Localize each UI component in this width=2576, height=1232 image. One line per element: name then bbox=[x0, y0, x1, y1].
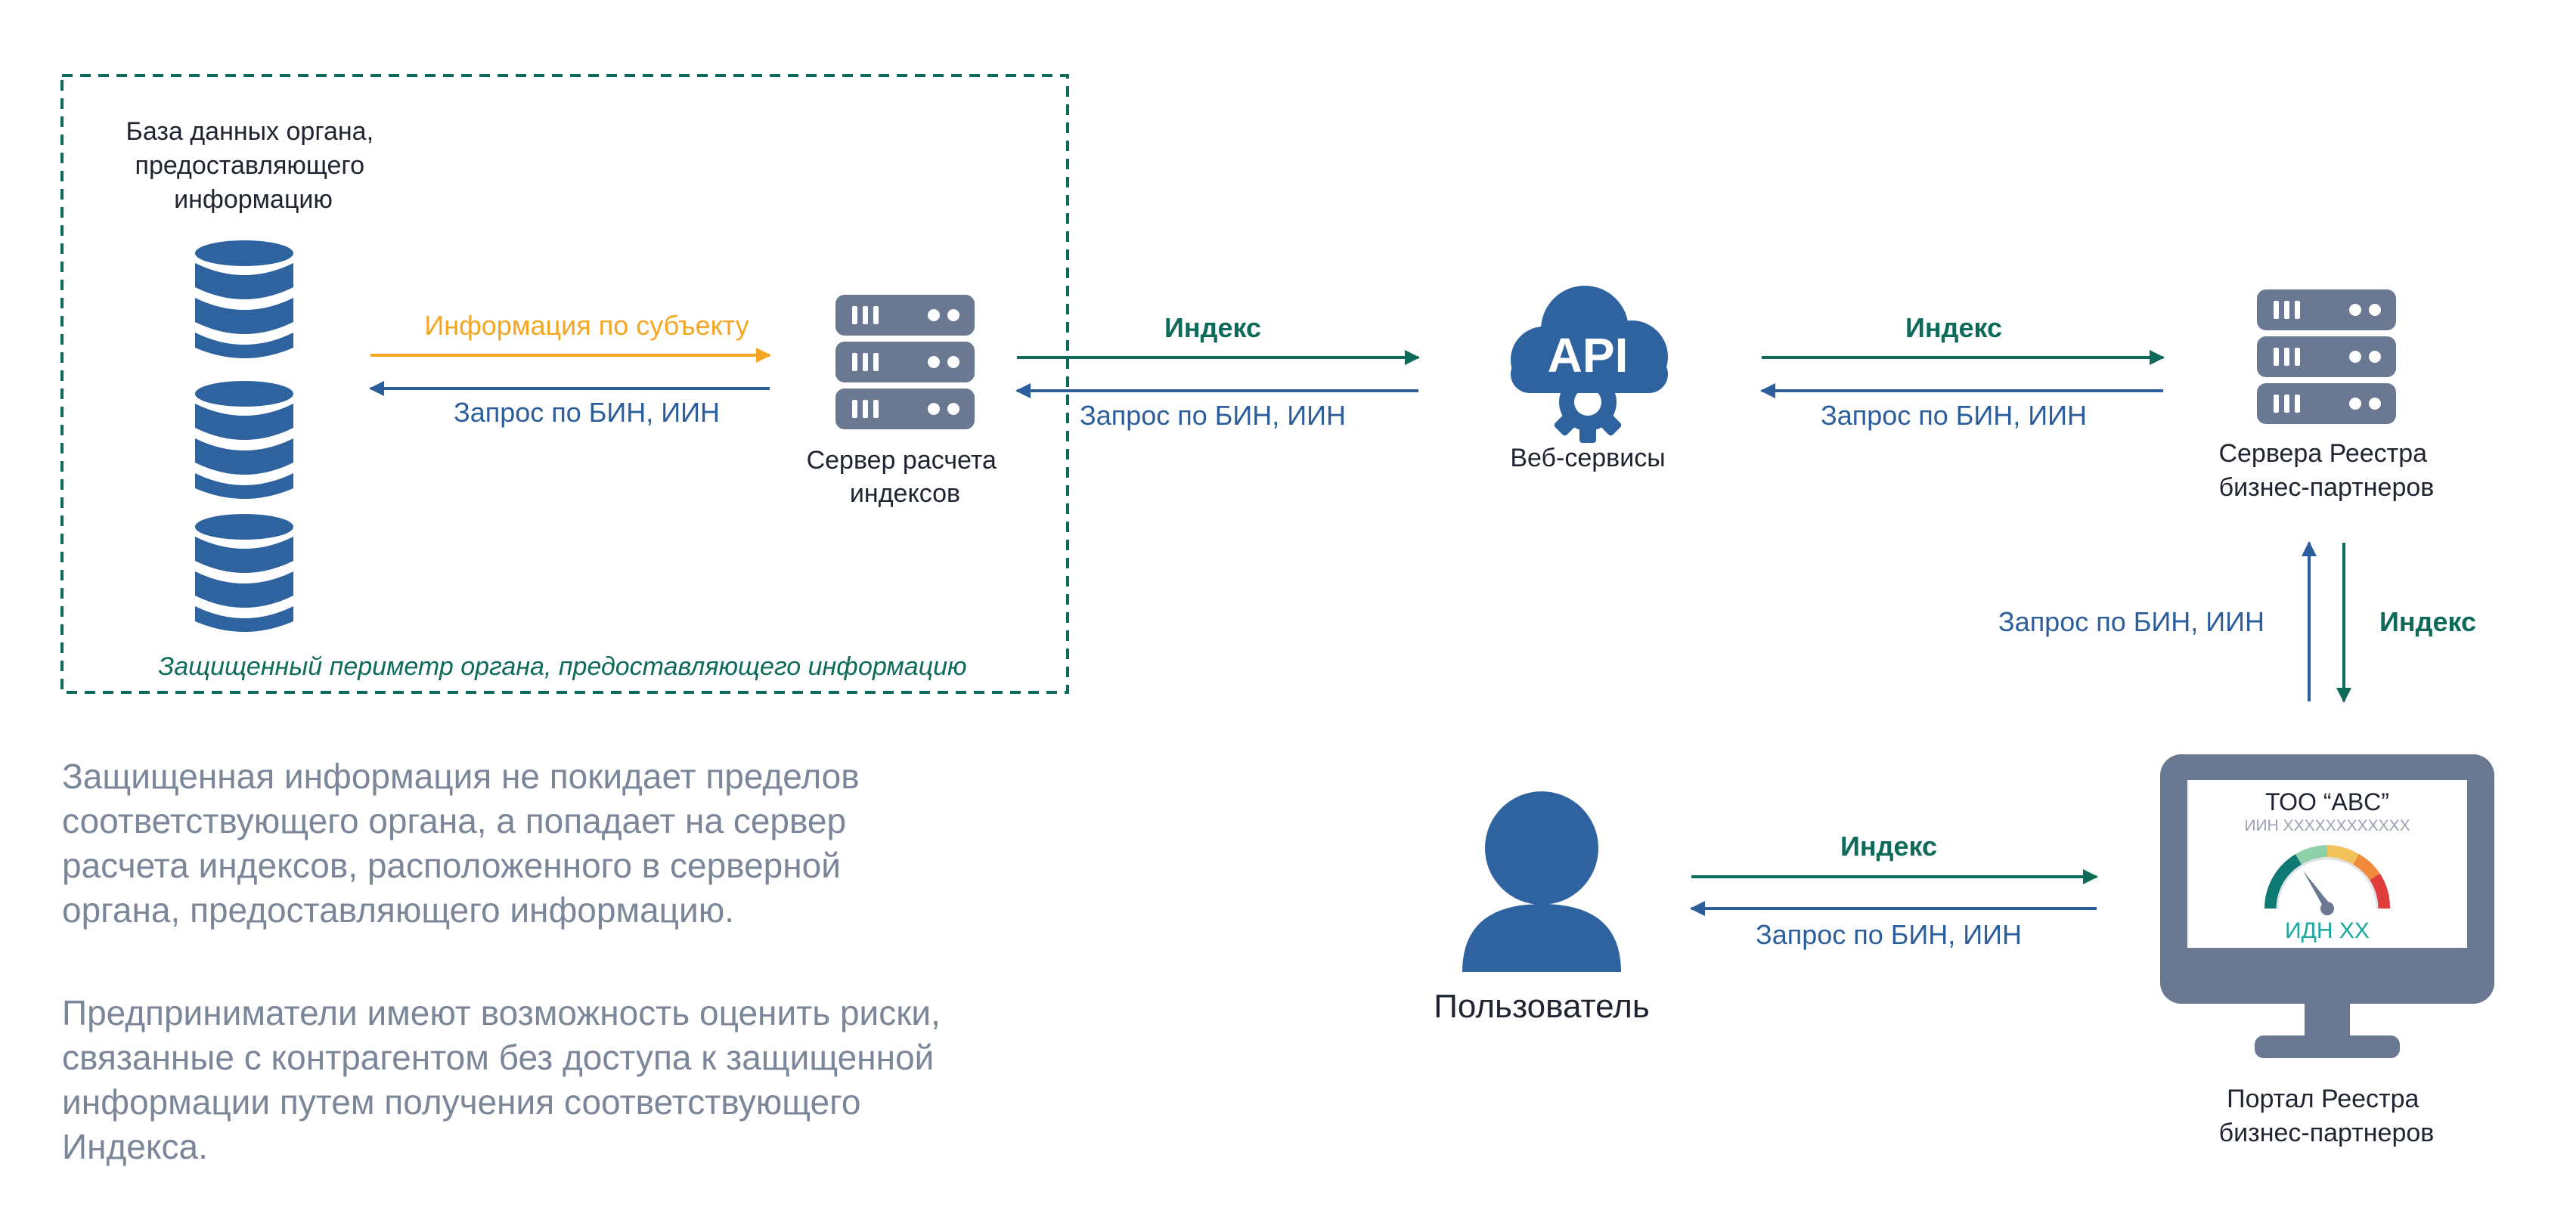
portal-company: ТОО “ABC” bbox=[2265, 788, 2389, 816]
registry-portal-request-arrow: Запрос по БИН, ИИН bbox=[1998, 541, 2317, 701]
portal-iin: ИИН ХХХХХХХХХХХХ bbox=[2244, 817, 2410, 834]
server-icon bbox=[2257, 289, 2396, 424]
note-line: соответствующего органа, а попадает на с… bbox=[62, 801, 846, 840]
registry-servers-label: Сервера Реестра бизнес-партнеров bbox=[2218, 439, 2434, 502]
database-label-line: предоставляющего bbox=[135, 151, 364, 180]
registry-portal-index-label: Индекс bbox=[2379, 606, 2476, 637]
server-icon bbox=[835, 295, 975, 429]
database-icon bbox=[195, 514, 293, 632]
registry-servers-label-line: Сервера Реестра bbox=[2218, 439, 2427, 468]
note-line: информации путем получения соответствующ… bbox=[62, 1082, 860, 1122]
database-icon bbox=[195, 381, 293, 499]
ws-registry-request-arrow: Запрос по БИН, ИИН bbox=[1760, 383, 2163, 431]
user-portal-index-label: Индекс bbox=[1840, 831, 1937, 862]
ws-registry-index-arrow: Индекс bbox=[1762, 312, 2165, 365]
server-ws-index-arrow: Индекс bbox=[1017, 312, 1420, 365]
index-server-label-line: индексов bbox=[850, 479, 960, 508]
gauge-icon bbox=[2264, 845, 2390, 915]
db-server-request-label: Запрос по БИН, ИИН bbox=[454, 397, 720, 428]
registry-portal-index-arrow: Индекс bbox=[2336, 543, 2476, 703]
db-server-info-arrow: Информация по субъекту bbox=[370, 310, 771, 363]
api-badge: API bbox=[1548, 328, 1629, 382]
server-ws-request-label: Запрос по БИН, ИИН bbox=[1080, 400, 1346, 431]
note-line: органа, предоставляющего информацию. bbox=[62, 890, 734, 930]
user-portal-request-arrow: Запрос по БИН, ИИН bbox=[1690, 901, 2097, 950]
note-line: расчета индексов, расположенного в серве… bbox=[62, 846, 841, 885]
portal-label: Портал Реестра бизнес-партнеров bbox=[2219, 1085, 2435, 1147]
note-line: Индекса. bbox=[62, 1127, 208, 1166]
user-portal-request-label: Запрос по БИН, ИИН bbox=[1756, 919, 2022, 950]
monitor-icon bbox=[2160, 754, 2494, 1058]
database-label-line: информацию bbox=[174, 185, 333, 214]
user-label: Пользователь bbox=[1434, 988, 1650, 1025]
ws-registry-request-label: Запрос по БИН, ИИН bbox=[1821, 400, 2087, 431]
web-services-label: Веб-сервисы bbox=[1510, 444, 1665, 472]
portal-label-line: бизнес-партнеров bbox=[2219, 1119, 2435, 1147]
perimeter-caption: Защищенный периметр органа, предоставляю… bbox=[158, 652, 966, 681]
note-line: связанные с контрагентом без доступа к з… bbox=[62, 1038, 934, 1077]
db-server-info-label: Информация по субъекту bbox=[424, 310, 749, 341]
note-paragraph-2: Предприниматели имеют возможность оценит… bbox=[62, 993, 950, 1166]
db-server-request-arrow: Запрос по БИН, ИИН bbox=[369, 381, 770, 428]
index-server-label: Сервер расчета индексов bbox=[807, 446, 1004, 508]
database-icon bbox=[195, 240, 293, 358]
index-server-label-line: Сервер расчета bbox=[807, 446, 997, 475]
database-label: База данных органа, предоставляющего инф… bbox=[126, 117, 381, 214]
user-portal-index-arrow: Индекс bbox=[1691, 831, 2098, 884]
server-ws-request-arrow: Запрос по БИН, ИИН bbox=[1015, 383, 1418, 431]
registry-portal-request-label: Запрос по БИН, ИИН bbox=[1998, 606, 2264, 637]
user-icon bbox=[1462, 791, 1621, 972]
api-icon: API bbox=[1511, 286, 1668, 443]
server-ws-index-label: Индекс bbox=[1164, 312, 1261, 343]
registry-servers-label-line: бизнес-партнеров bbox=[2219, 473, 2435, 502]
protected-perimeter: Защищенный периметр органа, предоставляю… bbox=[60, 74, 1069, 694]
note-line: Защищенная информация не покидает предел… bbox=[62, 757, 860, 796]
note-paragraph-1: Защищенная информация не покидает предел… bbox=[62, 757, 869, 930]
note-line: Предприниматели имеют возможность оценит… bbox=[62, 993, 941, 1032]
portal-label-line: Портал Реестра bbox=[2227, 1085, 2419, 1113]
ws-registry-index-label: Индекс bbox=[1905, 312, 2002, 343]
portal-score: ИДН ХХ bbox=[2285, 918, 2370, 943]
database-label-line: База данных органа, bbox=[126, 117, 374, 146]
